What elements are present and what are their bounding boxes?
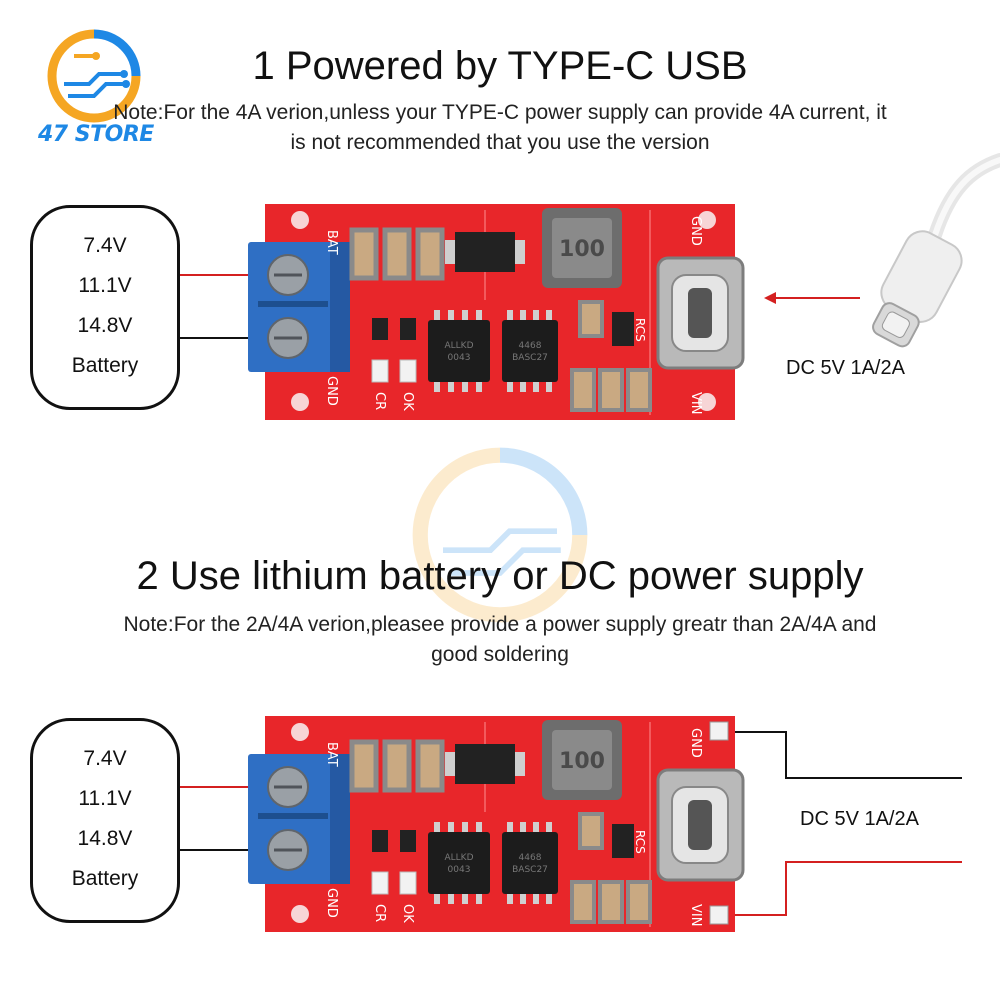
led-ok	[399, 359, 417, 383]
label-gnd-right: GND	[688, 728, 703, 758]
section2-title: 2 Use lithium battery or DC power supply	[136, 554, 864, 598]
section1-charger-board: 100 ALLKD 0043 4468 BASC27 BAT GND CR	[180, 204, 745, 420]
resistor-r010	[612, 824, 634, 858]
chip-1: ALLKD 0043	[428, 310, 490, 392]
svg-text:100: 100	[559, 237, 605, 262]
battery-label: Battery	[71, 354, 139, 377]
inductor: 100	[542, 208, 622, 288]
label-vin: VIN	[688, 392, 703, 414]
label-ok: OK	[400, 904, 415, 923]
led-cr	[371, 871, 389, 895]
mount-hole	[291, 393, 309, 411]
section2-note-line1: Note:For the 2A/4A verion,pleasee provid…	[123, 613, 877, 636]
svg-text:ALLKD: ALLKD	[444, 341, 473, 351]
label-gnd-left: GND	[324, 376, 339, 406]
mount-hole	[291, 905, 309, 923]
mount-hole	[291, 211, 309, 229]
capacitor	[598, 880, 624, 924]
label-rcs: RCS	[633, 318, 647, 342]
chip-2: 4468 BASC27	[502, 822, 558, 904]
battery-voltage-7v4: 7.4V	[83, 747, 127, 770]
section1-note-line2: is not recommended that you use the vers…	[290, 131, 710, 154]
resistor	[400, 830, 416, 852]
battery-voltage-7v4: 7.4V	[83, 234, 127, 257]
section1-battery-box: 7.4V 11.1V 14.8V Battery	[30, 205, 180, 410]
mount-hole	[291, 723, 309, 741]
usb-c-cable-icon	[872, 153, 1000, 348]
section1-title: 1 Powered by TYPE-C USB	[252, 44, 748, 88]
capacitor	[570, 368, 596, 412]
section2-battery-box: 7.4V 11.1V 14.8V Battery	[30, 718, 180, 923]
logo-text: 47 STORE	[38, 122, 154, 147]
resistor-r010	[612, 312, 634, 346]
battery-voltage-14v8: 14.8V	[77, 314, 133, 337]
battery-voltage-14v8: 14.8V	[77, 827, 133, 850]
vin-pad	[709, 905, 729, 925]
store-logo: 47 STORE	[36, 26, 156, 156]
arrow-to-usb-icon	[764, 292, 860, 304]
svg-text:100: 100	[559, 749, 605, 774]
diode	[455, 744, 515, 784]
resistor	[372, 318, 388, 340]
svg-text:BASC27: BASC27	[512, 865, 548, 875]
chip-2: 4468 BASC27	[502, 310, 558, 392]
watermark-logo-icon	[412, 447, 588, 623]
label-vin: VIN	[688, 904, 703, 926]
section2-dc-label: DC 5V 1A/2A	[800, 808, 919, 830]
svg-text:0043: 0043	[448, 865, 471, 875]
label-bat: BAT	[324, 742, 339, 767]
label-rcs: RCS	[633, 830, 647, 854]
resistor	[400, 318, 416, 340]
mount-hole	[698, 393, 716, 411]
section1-note: Note:For the 4A verion,unless your TYPE-…	[30, 98, 970, 158]
capacitor-row	[349, 227, 445, 281]
chip-1: ALLKD 0043	[428, 822, 490, 904]
capacitor	[626, 880, 652, 924]
svg-text:ALLKD: ALLKD	[444, 853, 473, 863]
led-cr	[371, 359, 389, 383]
section1-note-line1: Note:For the 4A verion,unless your TYPE-…	[113, 101, 887, 124]
capacitor	[598, 368, 624, 412]
label-bat: BAT	[324, 230, 339, 255]
section2-note: Note:For the 2A/4A verion,pleasee provid…	[30, 610, 970, 670]
diode	[455, 232, 515, 272]
mount-hole	[698, 211, 716, 229]
svg-text:BASC27: BASC27	[512, 353, 548, 363]
label-ok: OK	[400, 392, 415, 411]
usb-c-port	[656, 256, 745, 370]
svg-text:4468: 4468	[519, 853, 542, 863]
usb-c-port	[656, 768, 745, 882]
resistor	[372, 830, 388, 852]
label-gnd-right: GND	[688, 216, 703, 246]
svg-text:0043: 0043	[448, 353, 471, 363]
section2-note-line2: good soldering	[431, 643, 569, 666]
battery-voltage-11v1: 11.1V	[78, 787, 132, 810]
screw-terminal	[248, 754, 350, 884]
screw-terminal	[248, 242, 350, 372]
capacitor	[626, 368, 652, 412]
led-ok	[399, 871, 417, 895]
battery-voltage-11v1: 11.1V	[78, 274, 132, 297]
capacitor	[570, 880, 596, 924]
inductor: 100	[542, 720, 622, 800]
label-cr: CR	[372, 904, 387, 922]
svg-text:4468: 4468	[519, 341, 542, 351]
capacitor-row	[349, 739, 445, 793]
battery-label: Battery	[71, 867, 139, 890]
label-cr: CR	[372, 392, 387, 410]
logo-mark-icon	[47, 29, 141, 123]
section2-charger-board: 100 ALLKD 0043 4468 BASC27 BAT GND CR OK…	[180, 716, 745, 932]
capacitor	[578, 812, 604, 850]
section1-dc-label: DC 5V 1A/2A	[786, 357, 905, 379]
label-gnd-left: GND	[324, 888, 339, 918]
gnd-pad	[709, 721, 729, 741]
capacitor	[578, 300, 604, 338]
